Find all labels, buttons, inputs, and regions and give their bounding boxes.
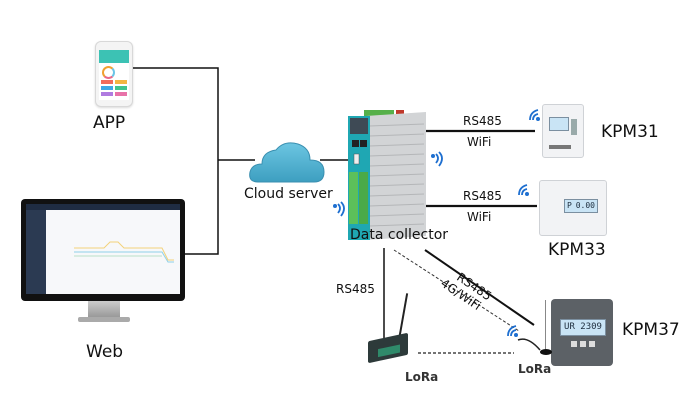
lora-meter-icon: UR 2309 bbox=[551, 299, 613, 366]
app-label: APP bbox=[93, 113, 126, 133]
antenna-icon bbox=[517, 338, 552, 355]
kpm33-display-value: 0.00 bbox=[575, 201, 595, 210]
monitor-stand bbox=[88, 301, 120, 317]
wifi-signal-icon bbox=[529, 109, 540, 121]
din-rail-gateway-icon bbox=[348, 110, 426, 240]
data-collector-label: Data collector bbox=[350, 227, 449, 243]
wifi-signal-icon bbox=[333, 201, 345, 217]
link-kpm33-label-bottom: WiFi bbox=[467, 210, 492, 224]
kpm31-label: KPM31 bbox=[601, 122, 659, 142]
link-gateway-label: RS485 bbox=[336, 282, 375, 296]
lora-gateway-label: LoRa bbox=[405, 370, 439, 384]
cloud-icon bbox=[249, 142, 325, 183]
wifi-signal-icon bbox=[507, 325, 518, 337]
kpm33-label: KPM33 bbox=[548, 240, 606, 260]
link-kpm33-label-top: RS485 bbox=[463, 189, 502, 203]
cloud-server-label: Cloud server bbox=[244, 186, 333, 202]
link-app-cloud bbox=[132, 67, 219, 160]
dashboard-chart-thumbnail bbox=[74, 241, 174, 263]
link-collector-kpm37-rs485 bbox=[424, 249, 535, 326]
smartphone-icon bbox=[95, 41, 133, 107]
kpm33-display-mode: P bbox=[567, 201, 572, 210]
web-label: Web bbox=[86, 342, 124, 362]
kpm37-display: UR 2309 bbox=[560, 319, 606, 336]
lora-antenna-label: LoRa bbox=[518, 362, 552, 376]
link-kpm31-label-bottom: WiFi bbox=[467, 135, 492, 149]
three-phase-meter-icon: P 0.00 bbox=[539, 180, 607, 236]
monitor-icon bbox=[21, 199, 185, 301]
monitor-base bbox=[78, 317, 130, 322]
kpm37-label: KPM37 bbox=[622, 320, 680, 340]
wifi-signal-icon bbox=[431, 151, 443, 167]
link-kpm31-label-top: RS485 bbox=[463, 114, 502, 128]
antenna-mast bbox=[545, 300, 546, 350]
din-meter-icon bbox=[542, 104, 584, 158]
wifi-signal-icon bbox=[518, 184, 529, 196]
link-web-cloud bbox=[185, 160, 219, 255]
